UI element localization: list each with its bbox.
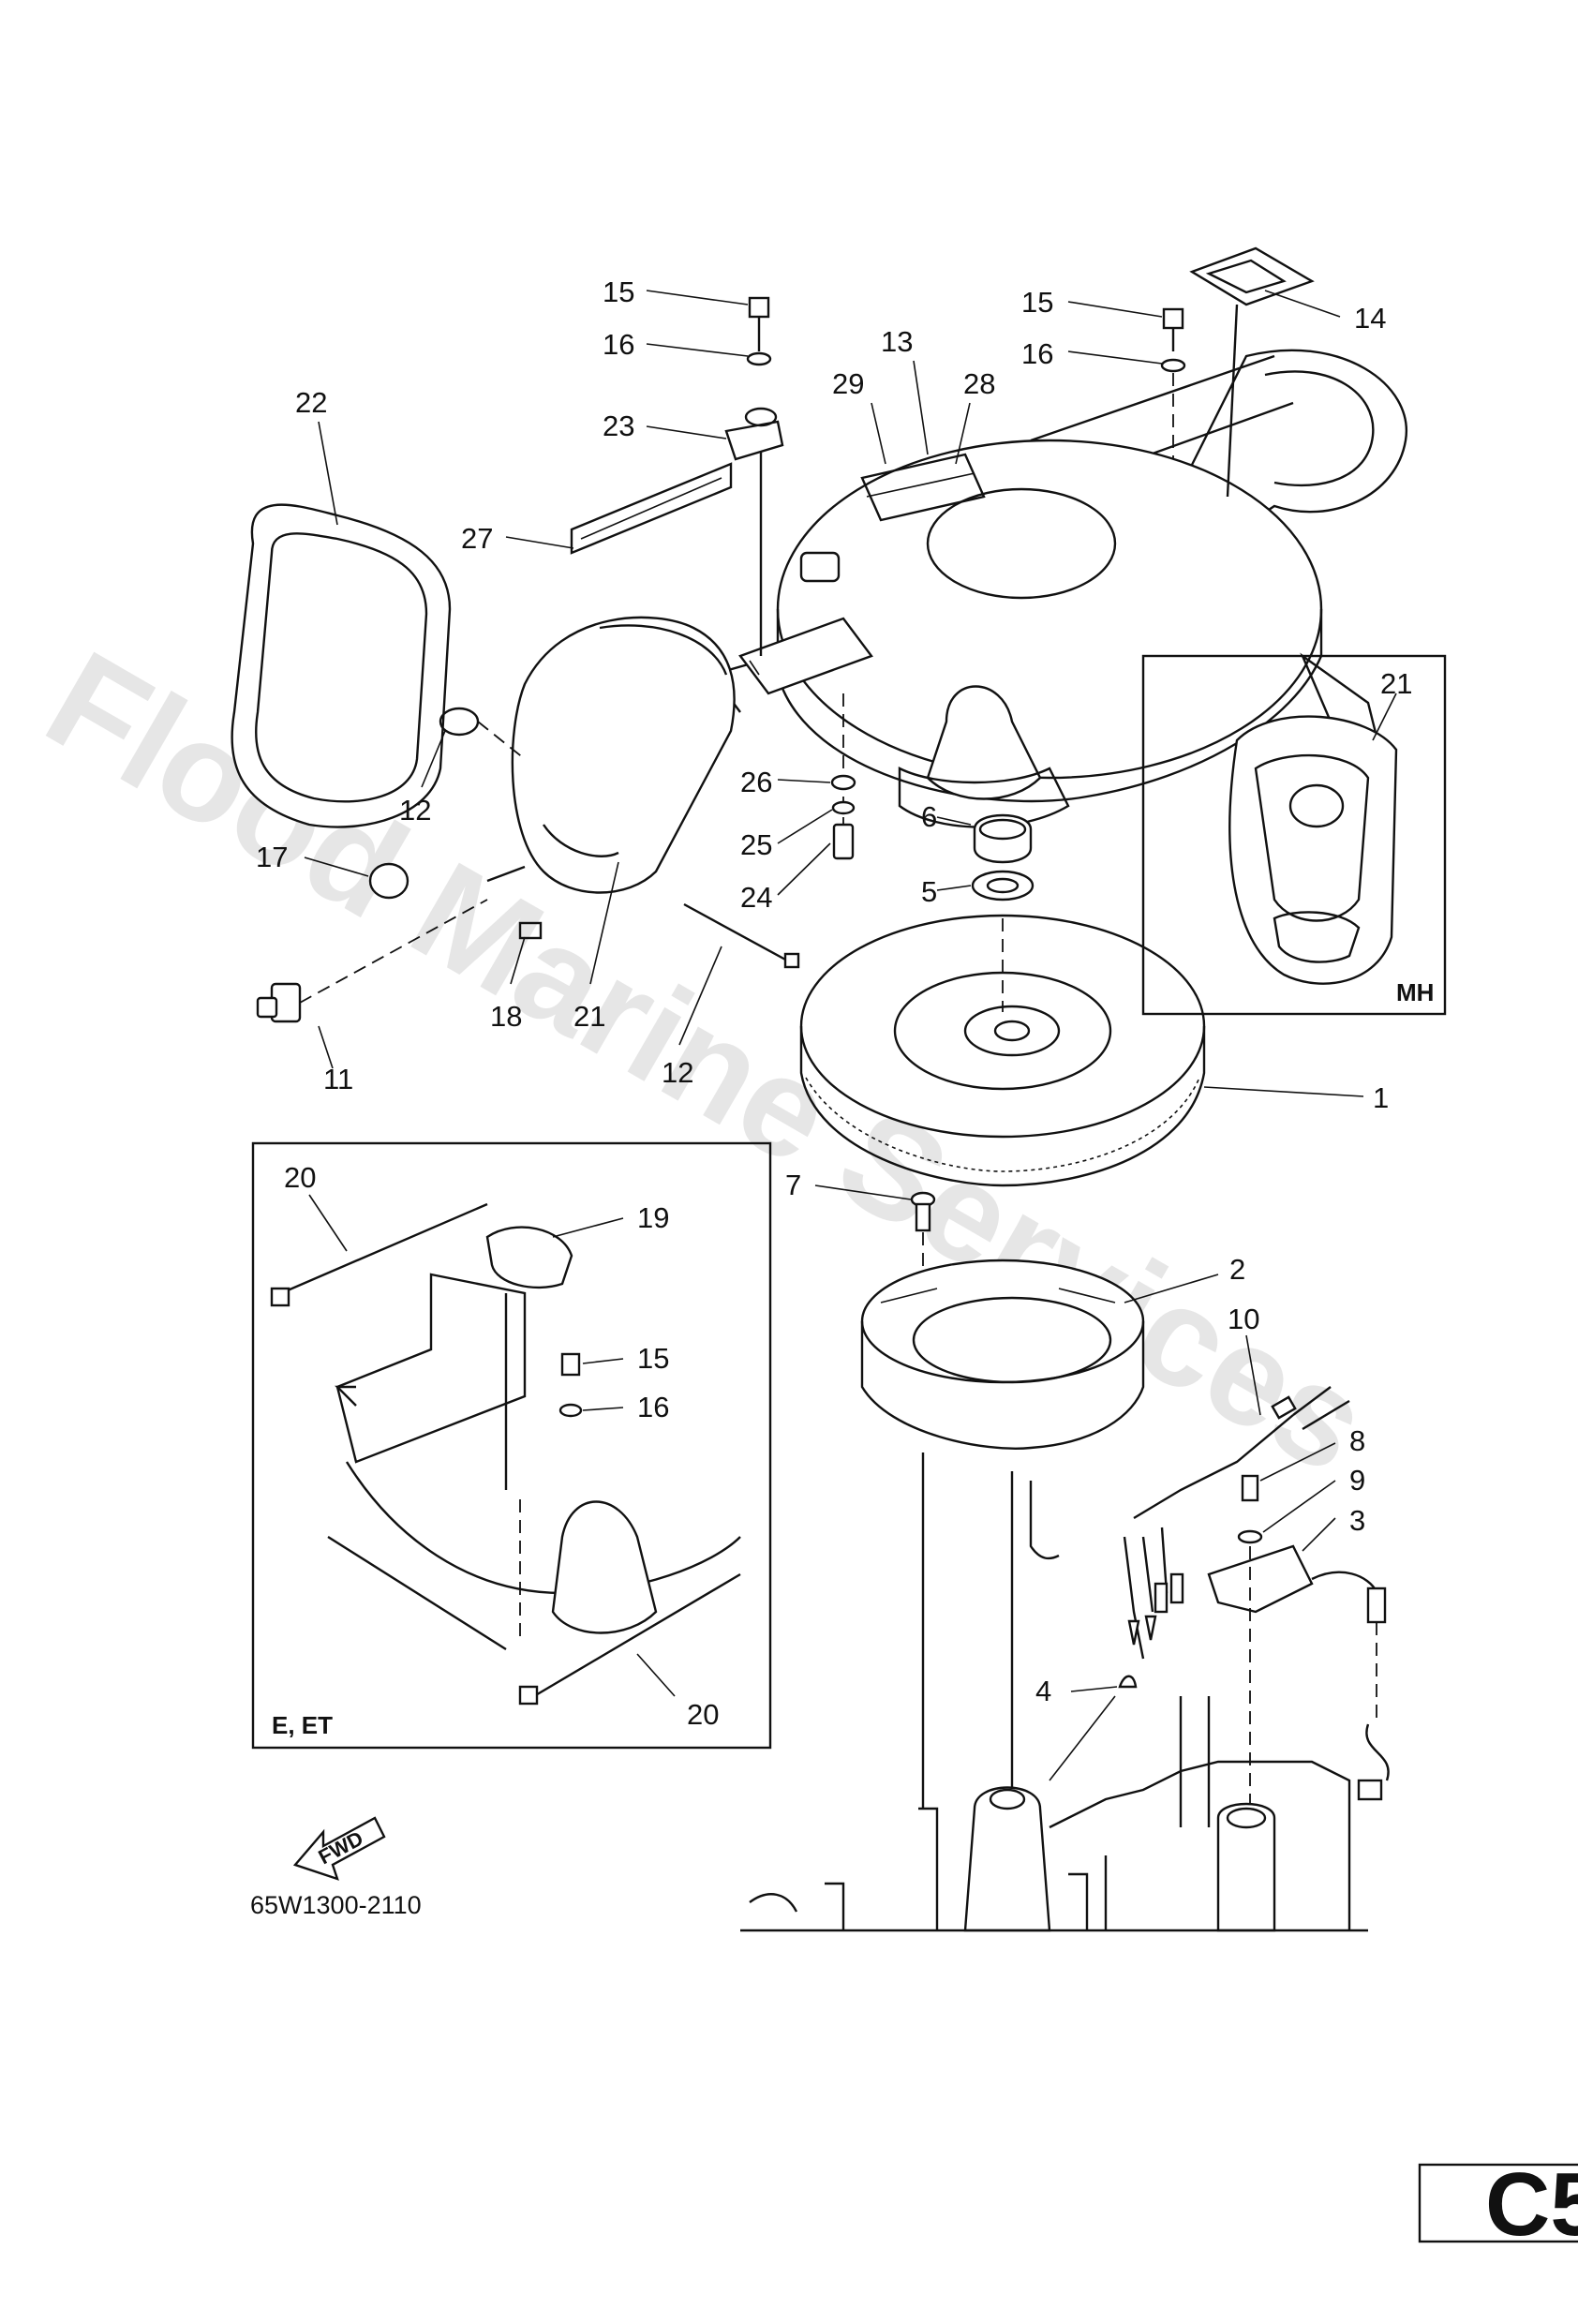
page-number-box: C5 bbox=[1418, 2154, 1578, 2255]
flywheel-cover bbox=[709, 349, 1408, 828]
callout-15: 15 bbox=[637, 1342, 669, 1375]
callout-28: 28 bbox=[963, 367, 995, 400]
callout-26: 26 bbox=[740, 766, 772, 798]
part-11-fitting bbox=[256, 865, 526, 1023]
callout-19: 19 bbox=[637, 1201, 669, 1234]
part-17-cap bbox=[368, 862, 409, 900]
part-12-strap bbox=[683, 902, 800, 969]
callout-15: 15 bbox=[603, 276, 634, 308]
callout-2: 2 bbox=[1229, 1253, 1245, 1286]
page-number: C5 bbox=[1485, 2154, 1578, 2255]
part-2-stator bbox=[860, 1259, 1145, 1809]
callout-16: 16 bbox=[1021, 337, 1053, 370]
inset-mh-label: MH bbox=[1396, 978, 1434, 1006]
callout-15: 15 bbox=[1021, 286, 1053, 319]
pulser-coil-3 bbox=[1207, 1474, 1390, 1809]
callout-25: 25 bbox=[740, 828, 772, 861]
callout-20: 20 bbox=[284, 1161, 316, 1194]
part-22-seal bbox=[231, 503, 452, 828]
callout-12: 12 bbox=[399, 794, 431, 827]
callout-27: 27 bbox=[461, 522, 493, 555]
callout-14: 14 bbox=[1354, 302, 1386, 335]
drawing-code: 65W1300-2110 bbox=[250, 1891, 422, 1919]
callout-6: 6 bbox=[921, 800, 937, 833]
callout-12: 12 bbox=[662, 1056, 693, 1089]
part-10-harness bbox=[1123, 1386, 1350, 1660]
inset-mh bbox=[1141, 654, 1447, 1016]
part-18-label bbox=[518, 921, 543, 940]
callout-29: 29 bbox=[832, 367, 864, 400]
callout-numbers: 15 16 23 29 13 28 15 14 16 22 27 21 12 2… bbox=[256, 276, 1412, 1731]
callout-3: 3 bbox=[1349, 1504, 1365, 1537]
callout-21: 21 bbox=[573, 1000, 605, 1033]
callout-10: 10 bbox=[1228, 1303, 1259, 1335]
inset-e-et-label: E, ET bbox=[272, 1711, 333, 1739]
callout-11: 11 bbox=[323, 1063, 353, 1095]
callout-5: 5 bbox=[921, 875, 937, 908]
part-23-clip bbox=[724, 407, 784, 461]
cover-bracket bbox=[738, 440, 873, 695]
callout-8: 8 bbox=[1349, 1424, 1365, 1457]
callout-13: 13 bbox=[881, 325, 913, 358]
powerhead bbox=[740, 1696, 1368, 1932]
callout-24: 24 bbox=[740, 881, 772, 914]
callout-17: 17 bbox=[256, 841, 288, 873]
callout-16: 16 bbox=[603, 328, 634, 361]
callout-9: 9 bbox=[1349, 1464, 1365, 1497]
part-14-tag bbox=[1189, 246, 1315, 498]
callout-21: 21 bbox=[1380, 667, 1412, 700]
bolt-stack-24-25-26 bbox=[830, 693, 856, 860]
part-4-key bbox=[1118, 1675, 1138, 1689]
callout-7: 7 bbox=[785, 1169, 801, 1201]
part-27-sheet bbox=[570, 462, 733, 555]
part-1-flywheel bbox=[799, 914, 1206, 1187]
callout-23: 23 bbox=[603, 410, 634, 442]
fwd-arrow: FWD bbox=[292, 1816, 386, 1881]
callout-4: 4 bbox=[1035, 1675, 1051, 1707]
bolt-washer-top-left bbox=[746, 296, 772, 366]
callout-1: 1 bbox=[1373, 1081, 1389, 1114]
callout-16: 16 bbox=[637, 1391, 669, 1423]
callout-20: 20 bbox=[687, 1698, 719, 1731]
leader-lines bbox=[304, 290, 1397, 1781]
inset-e-et bbox=[251, 1141, 772, 1750]
callout-18: 18 bbox=[490, 1000, 522, 1033]
callout-22: 22 bbox=[295, 386, 327, 419]
nut-6-washer-5 bbox=[971, 813, 1035, 901]
part-21-intake bbox=[439, 616, 736, 894]
bolt-washer-top-right bbox=[1160, 307, 1186, 459]
